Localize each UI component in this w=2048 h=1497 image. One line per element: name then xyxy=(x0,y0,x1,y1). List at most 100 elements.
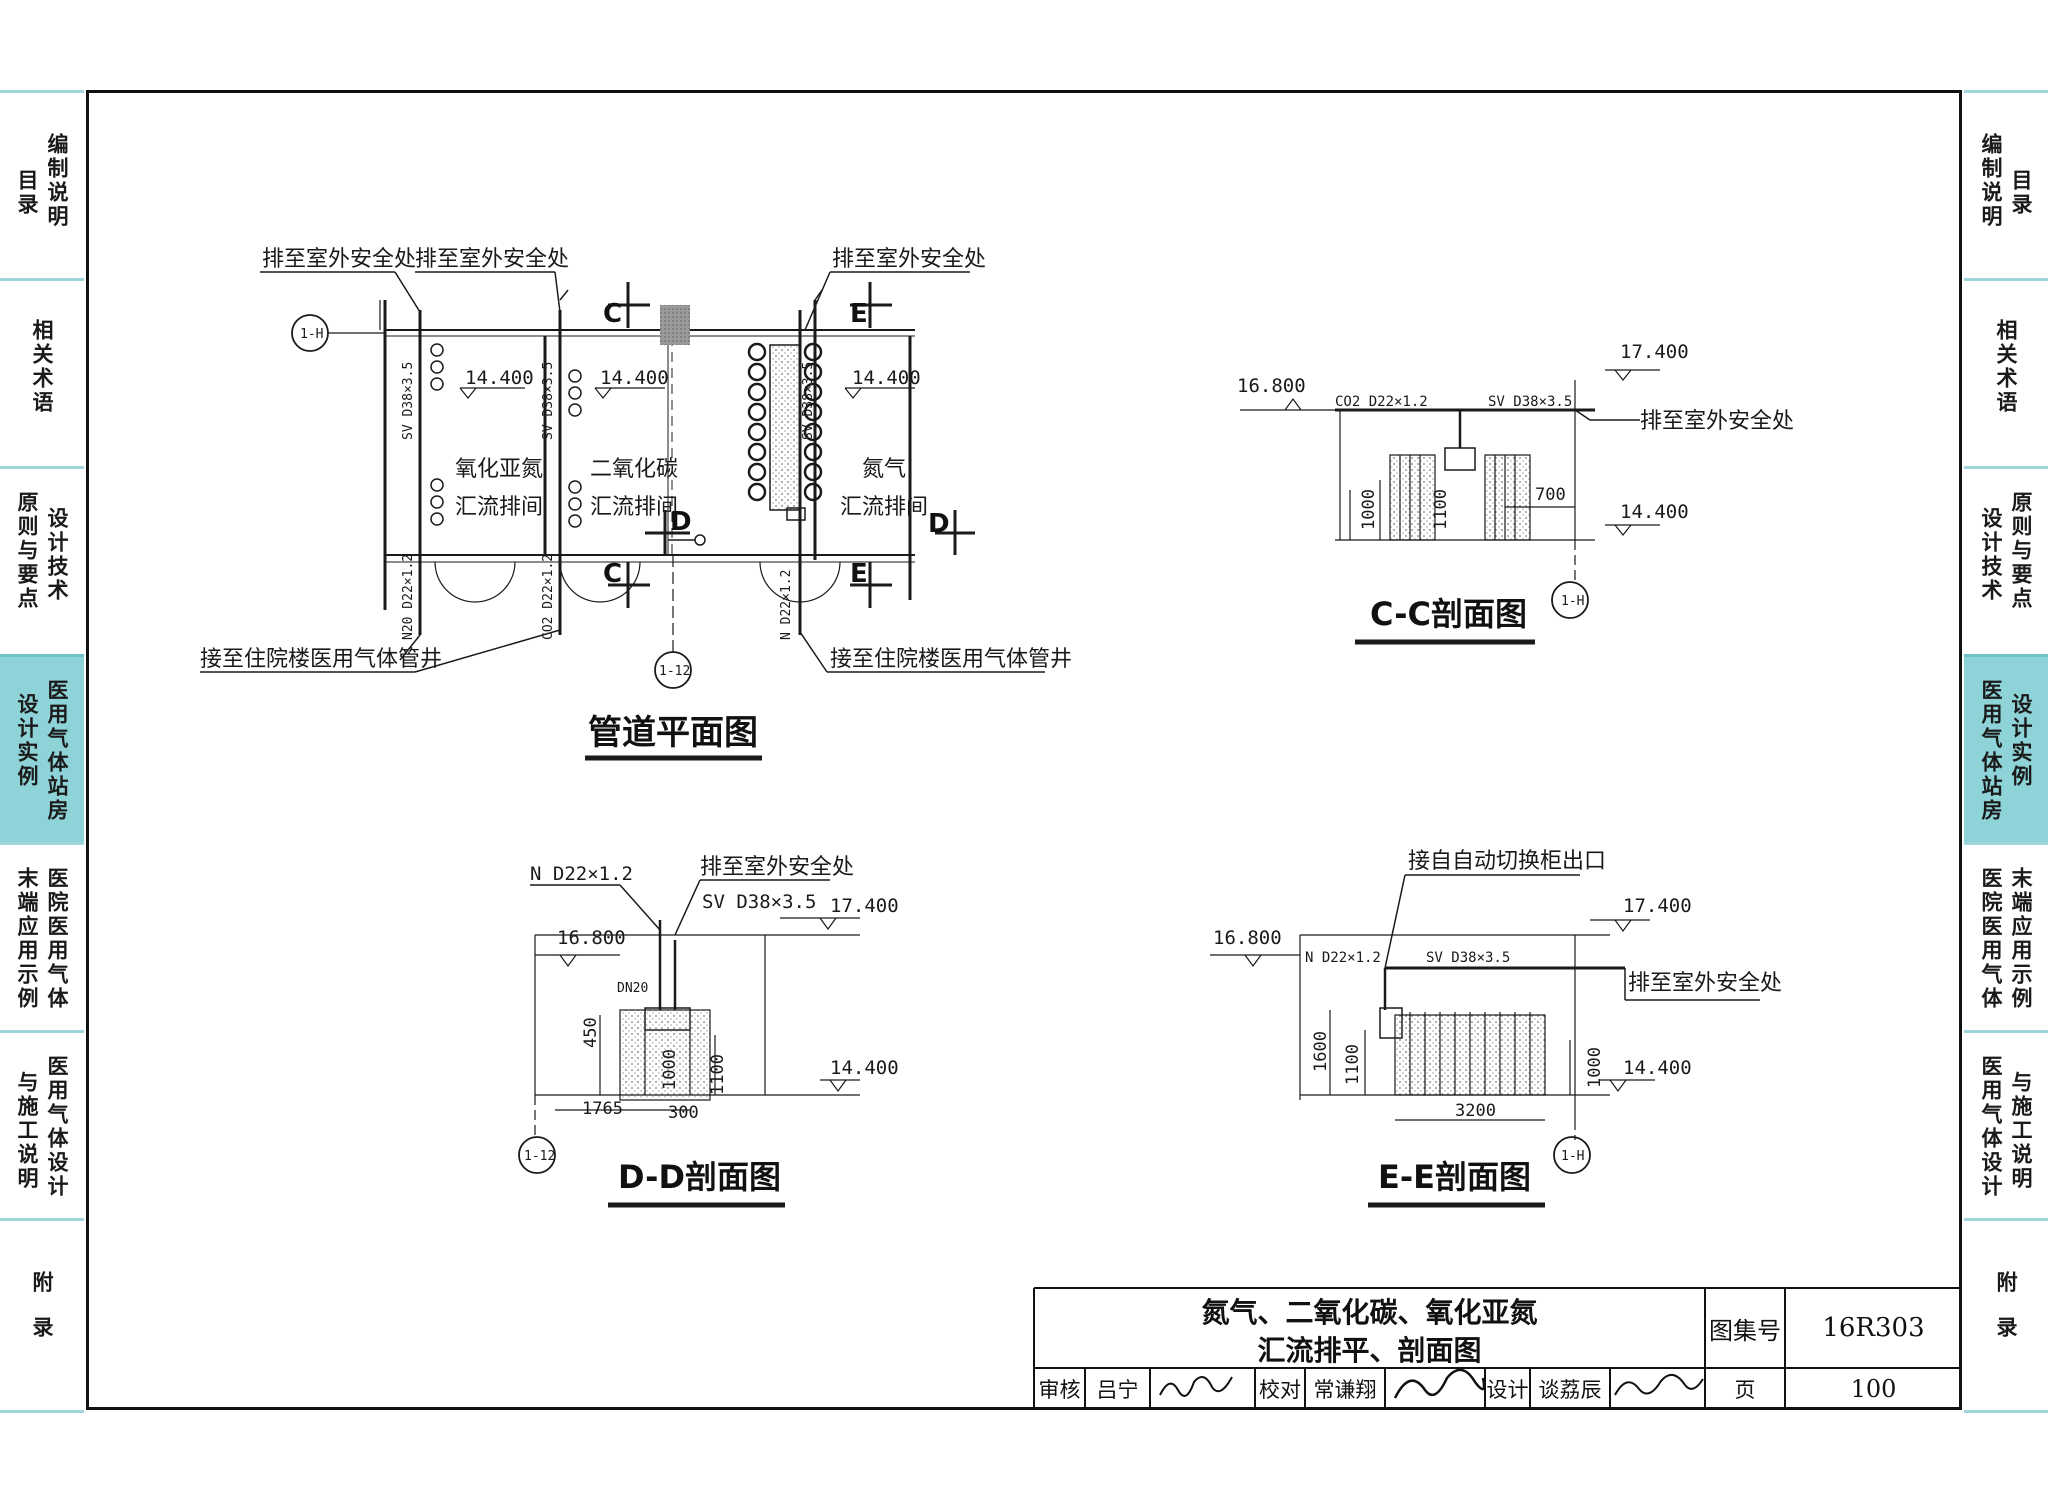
plan-title: 管道平面图 xyxy=(588,713,758,753)
tab-design-notes[interactable]: 医用气体设计 与施工说明 xyxy=(1964,1030,2048,1220)
tab-terms[interactable]: 相关术语 xyxy=(1964,278,2048,468)
section-mark-c: C xyxy=(603,559,622,589)
review-label: 审核 xyxy=(1038,1378,1081,1402)
drawing-title-line-2: 汇流排平、剖面图 xyxy=(1257,1334,1482,1367)
section-mark-d: D xyxy=(670,507,692,537)
plan-connect-callout-1: 接至住院楼医用气体管井 xyxy=(200,647,442,672)
ee-exhaust-callout: 排至室外安全处 xyxy=(1628,971,1782,996)
cc-title: C-C剖面图 xyxy=(1370,595,1527,633)
tab-col: 医用气体站房 xyxy=(1979,679,2003,823)
drawing-frame xyxy=(86,90,1962,1410)
section-mark-c: C xyxy=(603,299,622,329)
dd-dim: 1000 xyxy=(660,1049,680,1090)
ee-level: 14.400 xyxy=(1623,1057,1692,1079)
ee-source-callout: 接自自动切换柜出口 xyxy=(1408,849,1606,874)
dd-dim: 1765 xyxy=(582,1099,623,1119)
plan-room-label: 汇流排间 xyxy=(455,495,543,520)
plan-pipe-label: CO2 D22×1.2 xyxy=(541,554,556,640)
title-block-grid xyxy=(1033,1287,1962,1410)
tab-appendix[interactable]: 附录 xyxy=(1964,1218,2048,1410)
cc-level: 17.400 xyxy=(1620,341,1689,363)
cc-dim: 700 xyxy=(1535,485,1566,505)
plan-pipe-label: SV D38×3.5 xyxy=(801,362,816,440)
plan-pipe-label: N D22×1.2 xyxy=(779,570,794,640)
ee-dim: 1600 xyxy=(1311,1031,1331,1072)
dd-dim: 450 xyxy=(581,1017,601,1048)
ee-pipe-label: SV D38×3.5 xyxy=(1426,950,1510,966)
tab-col: 编制说明 xyxy=(1979,133,2003,229)
tab-col: 与施工说明 xyxy=(2009,1071,2033,1191)
design-label: 设计 xyxy=(1486,1378,1529,1402)
reviewer-name: 吕宁 xyxy=(1096,1378,1139,1402)
cc-dim: 1100 xyxy=(1431,489,1451,530)
check-label: 校对 xyxy=(1259,1378,1301,1402)
plan-connect-callout-2: 接至住院楼医用气体管井 xyxy=(830,647,1072,672)
tab-col: 医院医用气体 xyxy=(1979,867,2003,1011)
axis-label: 1-H xyxy=(1561,1149,1584,1164)
section-mark-d: D xyxy=(928,509,950,539)
dd-level: 14.400 xyxy=(830,1057,899,1079)
plan-level: 14.400 xyxy=(465,367,534,389)
drawing-title-line-1: 氮气、二氧化碳、氧化亚氮 xyxy=(1201,1296,1538,1329)
plan-room-label: 氮气 xyxy=(862,457,906,482)
cc-pipe-label: SV D38×3.5 xyxy=(1488,394,1572,410)
tab-col: 设计技术 xyxy=(45,507,69,603)
ee-level: 17.400 xyxy=(1623,895,1692,917)
axis-label: 1-12 xyxy=(659,664,690,679)
ee-level: 16.800 xyxy=(1213,927,1282,949)
tab-col: 设计实例 xyxy=(15,693,39,789)
tab-terms[interactable]: 相关术语 xyxy=(0,278,84,468)
tab-col: 原则与要点 xyxy=(2009,491,2033,611)
axis-label: 1-H xyxy=(300,327,323,342)
tab-contents[interactable]: 目录 编制说明 xyxy=(0,90,84,280)
cc-level: 14.400 xyxy=(1620,501,1689,523)
tab-col: 医院医用气体 xyxy=(45,867,69,1011)
plan-level: 14.400 xyxy=(600,367,669,389)
cc-dim: 1000 xyxy=(1359,489,1379,530)
tab-appendix[interactable]: 附录 xyxy=(0,1218,84,1410)
tab-col: 附录 xyxy=(1994,1271,2018,1361)
tab-divider xyxy=(0,1410,84,1413)
atlas-label: 图集号 xyxy=(1709,1316,1781,1345)
plan-exhaust-callout-1: 排至室外安全处 xyxy=(262,247,416,272)
plan-exhaust-callout-2: 排至室外安全处 xyxy=(415,247,569,272)
atlas-number: 16R303 xyxy=(1822,1313,1925,1343)
section-mark-e: E xyxy=(850,559,868,589)
dd-level: 16.800 xyxy=(557,927,626,949)
tab-col: 目录 xyxy=(15,169,39,217)
ee-title: E-E剖面图 xyxy=(1378,1158,1531,1196)
tab-design-examples[interactable]: 医用气体站房 设计实例 xyxy=(1964,654,2048,844)
tab-col: 末端应用示例 xyxy=(15,867,39,1011)
plan-room-label: 二氧化碳 xyxy=(590,457,678,482)
plan-pipe-label: SV D38×3.5 xyxy=(541,362,556,440)
plan-exhaust-callout-3: 排至室外安全处 xyxy=(832,247,986,272)
plan-view xyxy=(200,271,1045,761)
tab-contents[interactable]: 编制说明 目录 xyxy=(1964,90,2048,280)
dd-pipe-label: DN20 xyxy=(617,981,648,996)
tab-col: 设计技术 xyxy=(1979,507,2003,603)
page-label: 页 xyxy=(1734,1378,1756,1402)
dd-dim: 300 xyxy=(668,1103,699,1123)
tab-design-examples[interactable]: 设计实例 医用气体站房 xyxy=(0,654,84,844)
tab-terminal-examples[interactable]: 医院医用气体 末端应用示例 xyxy=(1964,842,2048,1032)
tab-principles[interactable]: 设计技术 原则与要点 xyxy=(1964,466,2048,656)
plan-room-label: 汇流排间 xyxy=(840,495,928,520)
axis-label: 1-H xyxy=(1561,594,1584,609)
plan-room-label: 氧化亚氮 xyxy=(455,457,543,482)
cc-pipe-label: CO2 D22×1.2 xyxy=(1335,394,1428,410)
dd-pipe-label: SV D38×3.5 xyxy=(702,891,816,913)
tab-principles[interactable]: 原则与要点 设计技术 xyxy=(0,466,84,656)
tab-terminal-examples[interactable]: 末端应用示例 医院医用气体 xyxy=(0,842,84,1032)
tab-col: 设计实例 xyxy=(2009,693,2033,789)
dd-pipe-label: N D22×1.2 xyxy=(530,863,633,885)
dd-title: D-D剖面图 xyxy=(618,1158,781,1196)
plan-level: 14.400 xyxy=(852,367,921,389)
section-dd xyxy=(518,879,860,1208)
title-block: 氮气、二氧化碳、氧化亚氮 汇流排平、剖面图 图集号 16R303 审核 吕宁 校… xyxy=(1034,1288,1962,1410)
cc-level: 16.800 xyxy=(1237,375,1306,397)
dd-exhaust-callout: 排至室外安全处 xyxy=(700,855,854,880)
tab-design-notes[interactable]: 与施工说明 医用气体设计 xyxy=(0,1030,84,1220)
checker-name: 常谦翔 xyxy=(1313,1378,1377,1402)
ee-dim: 1000 xyxy=(1585,1047,1605,1088)
